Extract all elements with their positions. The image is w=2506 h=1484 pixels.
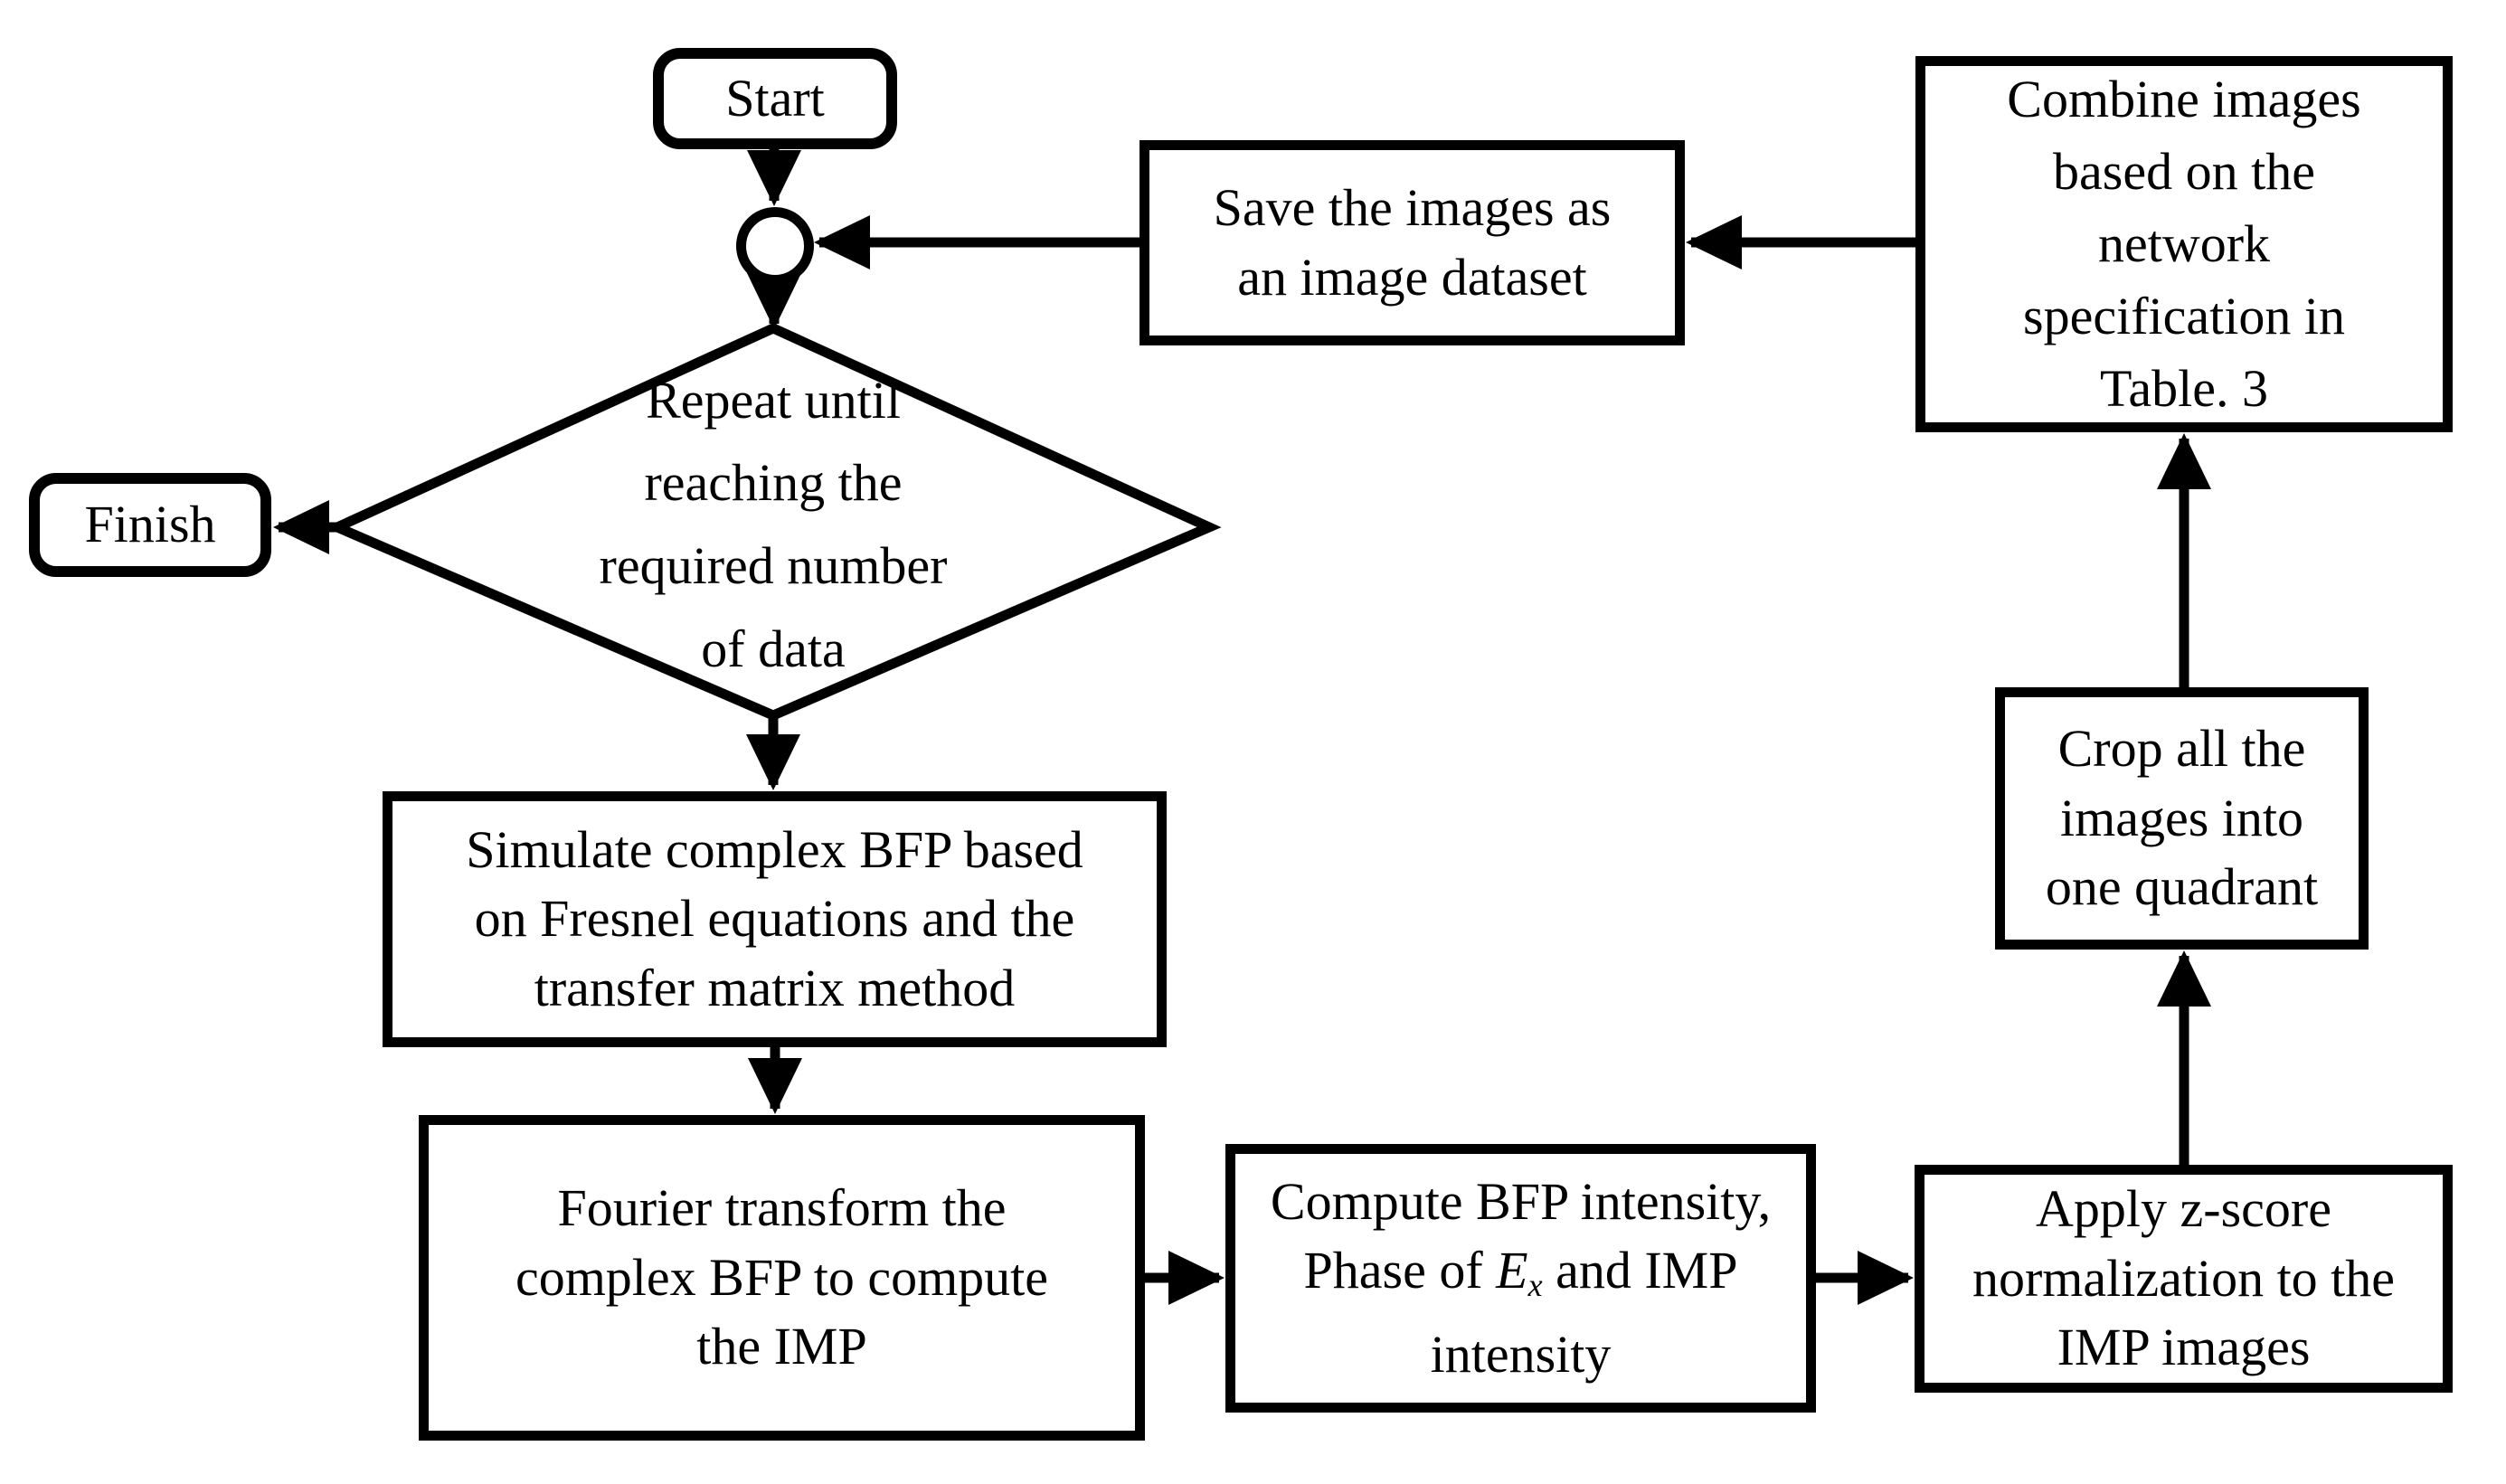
crop-images-node: Crop all the images into one quadrant	[1995, 687, 2369, 950]
repeat-decision-line: Repeat until	[646, 370, 901, 430]
apply-zscore-line: IMP images	[2057, 1318, 2311, 1377]
loop-connector-circle	[736, 207, 814, 285]
combine-images-line: Combine images	[2007, 69, 2361, 128]
repeat-decision-line: required number	[599, 536, 948, 595]
save-images-line: an image dataset	[1237, 247, 1587, 307]
fourier-transform-line: complex BFP to compute	[515, 1247, 1049, 1307]
compute-intensity-line: Phase of Ex and IMP	[1304, 1236, 1738, 1320]
fourier-transform-line: Fourier transform the	[557, 1178, 1007, 1238]
save-images-node: Save the images as an image dataset	[1140, 140, 1685, 345]
start-node: Start	[653, 48, 897, 149]
decision-diamond-shape	[325, 322, 1222, 721]
math-E-symbol: E	[1496, 1241, 1528, 1300]
fourier-transform-node: Fourier transform the complex BFP to com…	[419, 1115, 1145, 1441]
simulate-bfp-line: Simulate complex BFP based	[466, 819, 1083, 879]
combine-images-line: based on the	[2053, 141, 2315, 201]
compute-intensity-line2-text: and IMP	[1542, 1241, 1738, 1300]
simulate-bfp-line: on Fresnel equations and the	[474, 889, 1075, 949]
apply-zscore-line: normalization to the	[1972, 1248, 2396, 1308]
combine-images-line: specification in	[2023, 287, 2345, 346]
finish-node: Finish	[29, 473, 271, 577]
simulate-bfp-line: transfer matrix method	[534, 958, 1016, 1017]
combine-images-node: Combine images based on the network spec…	[1915, 56, 2453, 432]
math-x-subscript: x	[1527, 1267, 1543, 1304]
crop-images-line: one quadrant	[2045, 857, 2319, 917]
fourier-transform-line: the IMP	[696, 1317, 867, 1376]
crop-images-line: images into	[2059, 788, 2303, 847]
repeat-decision-line: reaching the	[644, 453, 903, 513]
compute-intensity-line: intensity	[1430, 1324, 1612, 1384]
repeat-decision-line: of data	[701, 619, 846, 678]
combine-images-line: network	[2097, 213, 2271, 273]
repeat-decision-node: Repeat until reaching the required numbe…	[502, 344, 1045, 705]
apply-zscore-line: Apply z-score	[2036, 1179, 2331, 1239]
simulate-bfp-node: Simulate complex BFP based on Fresnel eq…	[383, 791, 1167, 1047]
finish-label: Finish	[84, 495, 216, 554]
combine-images-line: Table. 3	[2100, 359, 2268, 419]
compute-intensity-line: Compute BFP intensity,	[1270, 1171, 1772, 1231]
apply-zscore-node: Apply z-score normalization to the IMP i…	[1915, 1165, 2453, 1393]
compute-intensity-node: Compute BFP intensity, Phase of Ex and I…	[1225, 1144, 1816, 1413]
start-label: Start	[725, 68, 825, 128]
compute-intensity-line2-text: Phase of	[1303, 1241, 1497, 1300]
crop-images-line: Crop all the	[2057, 719, 2306, 779]
save-images-line: Save the images as	[1213, 177, 1612, 237]
